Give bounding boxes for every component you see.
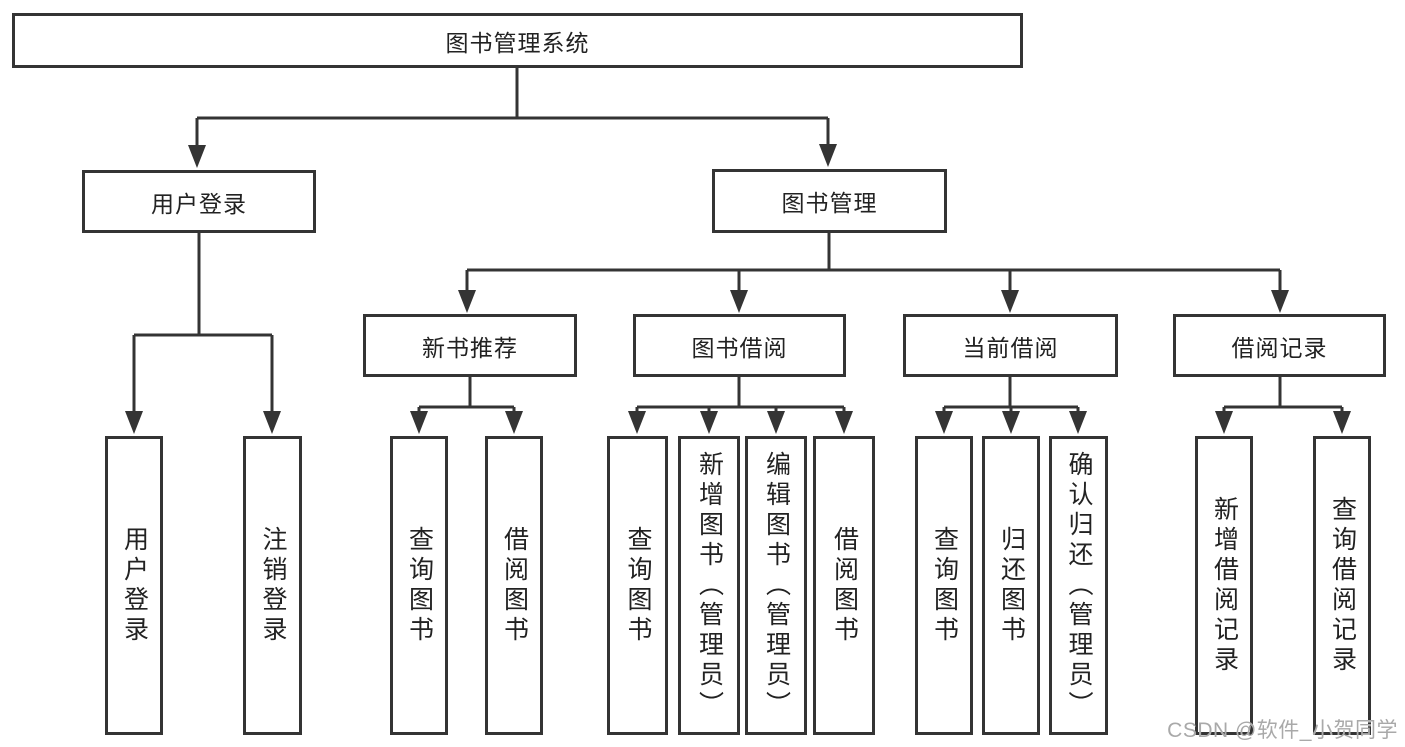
node-leaf-confirm-return-admin-label: 确认归还（管理员） (1065, 450, 1093, 721)
node-leaf-borrow-books-b-label: 借阅图书 (830, 525, 859, 646)
node-leaf-query-books-b-label: 查询图书 (624, 525, 652, 646)
node-leaf-add-borrow-record: 新增借阅记录 (1195, 436, 1253, 735)
node-leaf-query-books-c-label: 查询图书 (930, 525, 959, 646)
node-leaf-borrow-books-a: 借阅图书 (485, 436, 543, 735)
node-leaf-add-borrow-record-label: 新增借阅记录 (1210, 495, 1239, 676)
node-leaf-logout-label: 注销登录 (259, 525, 287, 646)
node-leaf-return-books-label: 归还图书 (997, 525, 1026, 646)
node-leaf-borrow-books-b: 借阅图书 (813, 436, 875, 735)
node-current-borrowing: 当前借阅 (903, 314, 1118, 377)
node-book-management: 图书管理 (712, 169, 947, 233)
node-leaf-add-books-admin: 新增图书（管理员） (678, 436, 740, 735)
node-user-login-label: 用户登录 (151, 190, 247, 217)
node-new-book-recommend: 新书推荐 (363, 314, 577, 377)
node-leaf-query-books-c: 查询图书 (915, 436, 973, 735)
node-book-borrowing-label: 图书借阅 (691, 334, 788, 361)
node-leaf-query-books-b: 查询图书 (607, 436, 668, 735)
node-leaf-edit-books-admin-label: 编辑图书（管理员） (762, 450, 791, 721)
node-leaf-query-borrow-record-label: 查询借阅记录 (1328, 495, 1357, 676)
node-leaf-query-books-a: 查询图书 (390, 436, 448, 735)
node-root: 图书管理系统 (12, 13, 1023, 68)
node-leaf-query-borrow-record: 查询借阅记录 (1313, 436, 1371, 735)
node-new-book-recommend-label: 新书推荐 (422, 334, 518, 361)
node-leaf-user-login-label: 用户登录 (120, 525, 149, 646)
node-borrowing-records-label: 借阅记录 (1231, 334, 1328, 361)
node-current-borrowing-label: 当前借阅 (962, 334, 1059, 361)
node-book-management-label: 图书管理 (781, 190, 878, 216)
node-leaf-edit-books-admin: 编辑图书（管理员） (745, 436, 807, 735)
node-leaf-borrow-books-a-label: 借阅图书 (500, 525, 529, 646)
node-leaf-return-books: 归还图书 (982, 436, 1040, 735)
node-root-label: 图书管理系统 (445, 29, 590, 56)
node-leaf-add-books-admin-label: 新增图书（管理员） (695, 450, 724, 721)
node-leaf-logout: 注销登录 (243, 436, 302, 735)
node-user-login: 用户登录 (82, 170, 316, 233)
node-leaf-query-books-a-label: 查询图书 (405, 525, 434, 646)
node-leaf-user-login: 用户登录 (105, 436, 163, 735)
node-leaf-confirm-return-admin: 确认归还（管理员） (1049, 436, 1108, 735)
node-borrowing-records: 借阅记录 (1173, 314, 1386, 377)
node-book-borrowing: 图书借阅 (633, 314, 846, 377)
